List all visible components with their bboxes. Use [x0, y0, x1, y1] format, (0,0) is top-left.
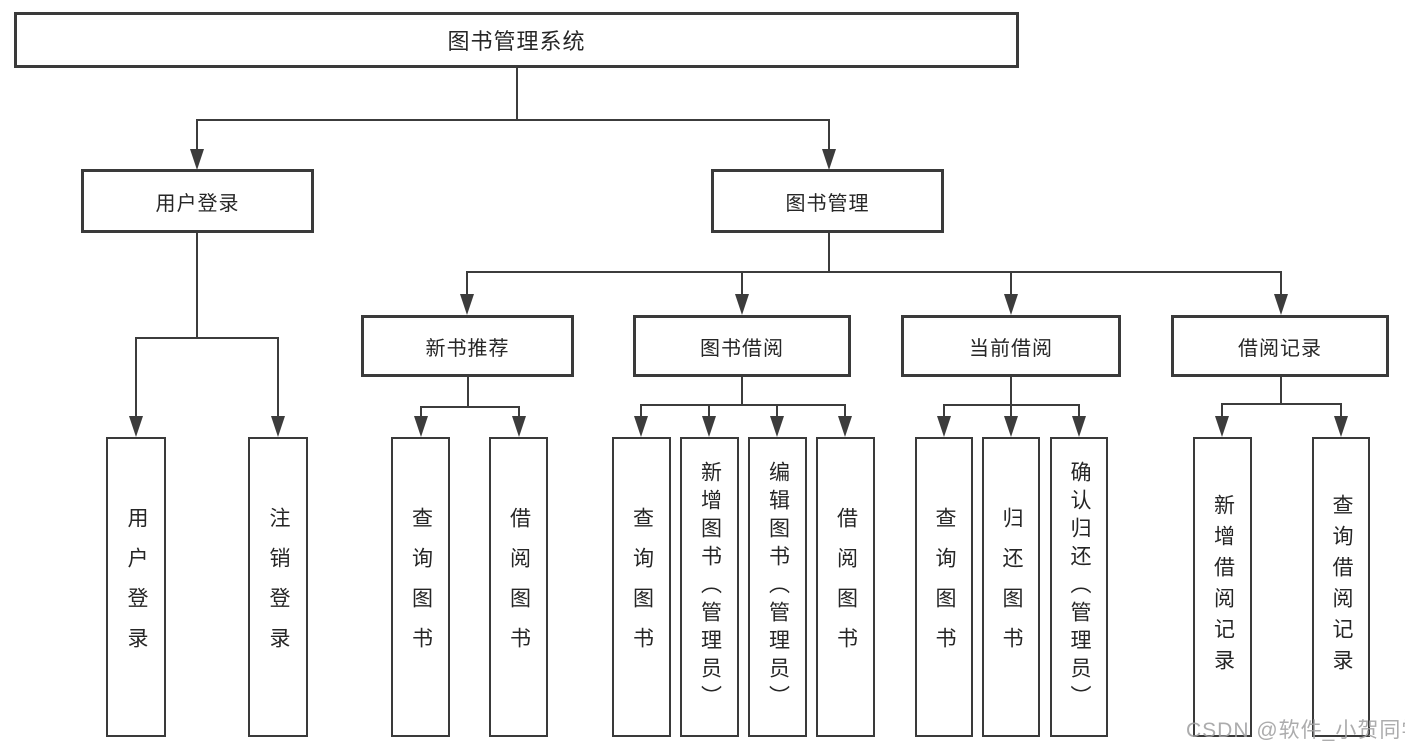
connector-line [741, 271, 743, 297]
connector-line [1010, 404, 1012, 419]
leaf-label: 借阅图书 [507, 507, 531, 667]
node-leaf-edit-books-admin: 编辑图书（管理员） [748, 437, 807, 737]
arrowhead [634, 416, 648, 437]
connector-line [828, 119, 830, 151]
connector-line [196, 119, 198, 151]
node-leaf-add-borrow-record: 新增借阅记录 [1193, 437, 1252, 737]
arrowhead [1004, 416, 1018, 437]
arrowhead [190, 149, 204, 170]
node-new-book-recommend: 新书推荐 [361, 315, 574, 377]
connector-line [196, 233, 198, 339]
node-leaf-query-books: 查询图书 [612, 437, 671, 737]
arrowhead [1004, 294, 1018, 315]
arrowhead [822, 149, 836, 170]
connector-line [196, 119, 830, 121]
node-leaf-logout: 注销登录 [248, 437, 308, 737]
leaf-label: 查询图书 [409, 507, 433, 667]
leaf-label: 新增图书（管理员） [698, 461, 722, 713]
leaf-label: 借阅图书 [834, 507, 858, 667]
node-leaf-borrow-books: 借阅图书 [489, 437, 548, 737]
leaf-label: 查询图书 [630, 507, 654, 667]
arrowhead [460, 294, 474, 315]
connector-line [1078, 404, 1080, 419]
connector-line [1221, 403, 1342, 405]
connector-line [466, 271, 1282, 273]
arrowhead [1274, 294, 1288, 315]
connector-line [420, 406, 520, 408]
node-leaf-query-books: 查询图书 [915, 437, 973, 737]
arrowhead [414, 416, 428, 437]
node-leaf-query-borrow-record: 查询借阅记录 [1312, 437, 1370, 737]
connector-line [277, 337, 279, 419]
node-root: 图书管理系统 [14, 12, 1019, 68]
leaf-label: 确认归还（管理员） [1068, 461, 1091, 713]
connector-line [516, 68, 518, 120]
node-book-management: 图书管理 [711, 169, 944, 233]
arrowhead [937, 416, 951, 437]
connector-line [776, 404, 778, 419]
connector-line [466, 271, 468, 297]
arrowhead [512, 416, 526, 437]
node-leaf-user-login: 用户登录 [106, 437, 166, 737]
node-leaf-borrow-books: 借阅图书 [816, 437, 875, 737]
connector-line [420, 406, 422, 419]
node-borrow-records: 借阅记录 [1171, 315, 1389, 377]
connector-line [708, 404, 710, 419]
connector-line [1280, 271, 1282, 297]
leaf-label: 查询图书 [933, 507, 956, 667]
leaf-label: 注销登录 [267, 507, 290, 667]
connector-line [518, 406, 520, 419]
connector-line [1221, 403, 1223, 419]
node-leaf-confirm-return-admin: 确认归还（管理员） [1050, 437, 1108, 737]
arrowhead [770, 416, 784, 437]
connector-line [828, 233, 830, 273]
arrowhead [1215, 416, 1229, 437]
connector-line [1280, 377, 1282, 404]
leaf-label: 新增借阅记录 [1211, 494, 1235, 680]
arrowhead [271, 416, 285, 437]
leaf-label: 编辑图书（管理员） [766, 461, 790, 713]
node-user-login: 用户登录 [81, 169, 314, 233]
leaf-label: 查询借阅记录 [1330, 494, 1353, 680]
connector-line [943, 404, 945, 419]
connector-line [135, 337, 137, 419]
arrowhead [1334, 416, 1348, 437]
arrowhead [129, 416, 143, 437]
arrowhead [1072, 416, 1086, 437]
leaf-label: 用户登录 [125, 507, 148, 667]
connector-line [640, 404, 642, 419]
node-leaf-return-books: 归还图书 [982, 437, 1040, 737]
arrowhead [735, 294, 749, 315]
connector-line [640, 404, 846, 406]
connector-line [844, 404, 846, 419]
node-leaf-query-books: 查询图书 [391, 437, 450, 737]
connector-line [467, 377, 469, 408]
connector-line [1340, 403, 1342, 419]
csdn-watermark: CSDN @软件_小贺同学 [1186, 719, 1405, 742]
node-leaf-add-books-admin: 新增图书（管理员） [680, 437, 739, 737]
connector-line [1010, 377, 1012, 406]
node-book-borrow: 图书借阅 [633, 315, 851, 377]
connector-line [135, 337, 279, 339]
arrowhead [838, 416, 852, 437]
arrowhead [702, 416, 716, 437]
connector-line [741, 377, 743, 406]
leaf-label: 归还图书 [1000, 507, 1023, 667]
node-current-borrow: 当前借阅 [901, 315, 1121, 377]
connector-line [1010, 271, 1012, 297]
